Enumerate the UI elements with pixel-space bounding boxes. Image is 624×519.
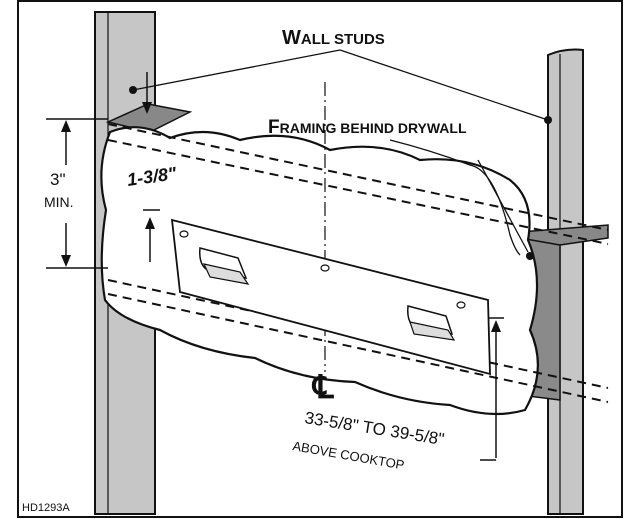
min-dimension <box>46 118 108 269</box>
figure-id: HD1293A <box>22 502 70 514</box>
centerline-symbol: ℄ <box>311 369 334 405</box>
right-stud-marker <box>544 116 552 124</box>
leader-lines <box>132 49 549 256</box>
min-word-label: MIN. <box>44 194 74 210</box>
wall-studs-label: WALL STUDS <box>282 27 385 49</box>
min-value-label: 3" <box>50 170 66 189</box>
framing-label: FRAMING BEHIND DRYWALL <box>268 117 467 138</box>
mounting-bracket <box>170 218 491 376</box>
height-arrow <box>480 317 504 461</box>
depth-arrows <box>142 72 160 262</box>
left-stud-marker <box>129 86 137 94</box>
right-framing-marker <box>526 252 534 260</box>
